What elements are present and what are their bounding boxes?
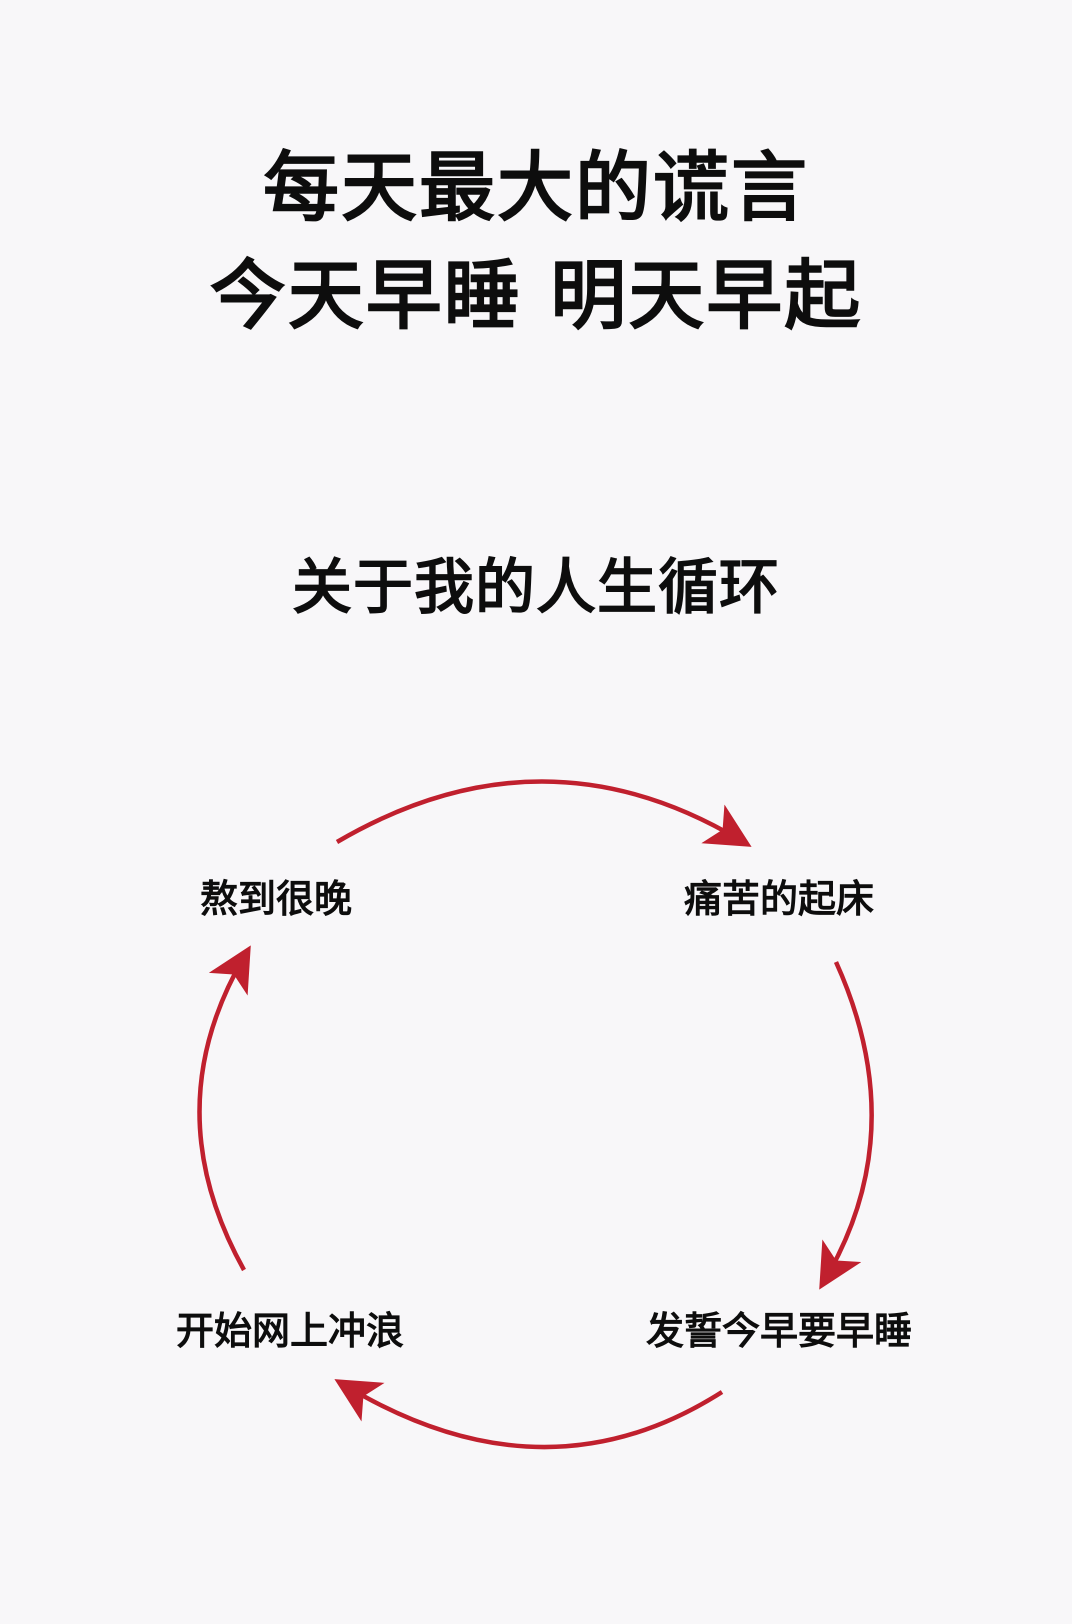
arrow-stay-up-to-get-up (335, 779, 752, 847)
arrow-surf-to-stay-up (197, 945, 251, 1272)
cycle-title: 关于我的人生循环 (292, 553, 780, 623)
cycle-node-vow-sleep-early: 发誓今早要早睡 (646, 1309, 913, 1353)
headline-line-2: 今天早睡 明天早起 (209, 251, 863, 340)
cycle-node-painful-wake: 痛苦的起床 (684, 877, 875, 921)
headline-line-1: 每天最大的谎言 (263, 143, 809, 232)
arrow-get-up-to-vow (819, 961, 874, 1290)
arrow-vow-to-surf (334, 1379, 724, 1450)
cycle-node-stay-up-late: 熬到很晚 (200, 877, 353, 921)
cycle-node-browse-internet: 开始网上冲浪 (176, 1309, 405, 1353)
